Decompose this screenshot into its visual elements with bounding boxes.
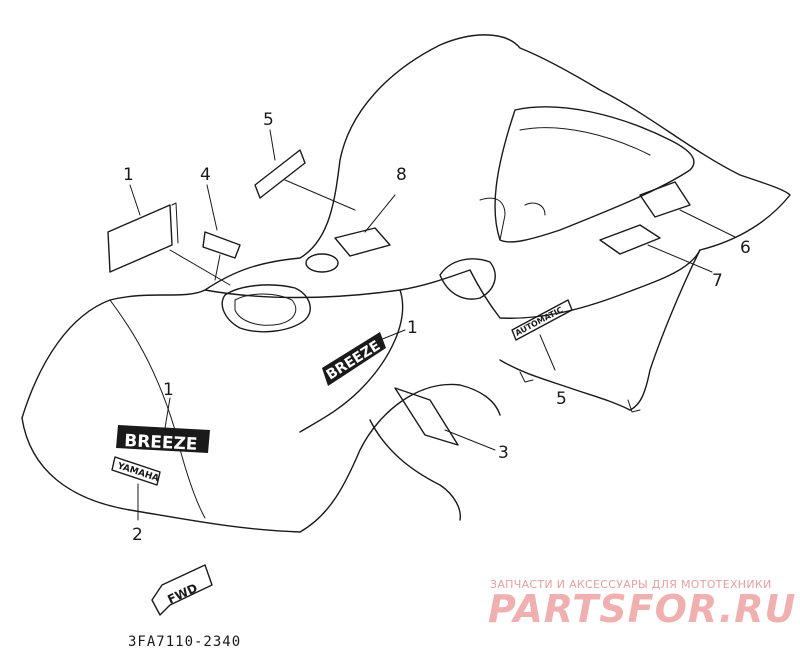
callout-7: 7: [712, 271, 723, 291]
decal-6: [639, 181, 736, 238]
decal-7: [599, 224, 713, 273]
callout-3: 3: [498, 443, 509, 463]
callout-5-lower: 5: [556, 389, 567, 409]
automatic-text: AUTOMATIC: [514, 305, 565, 338]
fuel-cap: [305, 253, 339, 273]
decal-1-upper: [107, 202, 231, 286]
front-box: [221, 284, 311, 333]
decal-5-upper: [254, 149, 356, 211]
callout-8: 8: [396, 165, 407, 185]
callout-6: 6: [740, 238, 751, 258]
callout-2: 2: [132, 525, 143, 545]
breeze-front-text: BREEZE: [124, 431, 198, 455]
rear-fender-lower: [499, 359, 631, 411]
callout-1-upper-left: 1: [123, 165, 134, 185]
decal-4: [202, 231, 241, 281]
front-fender-lower: [21, 383, 501, 533]
callout-1-front: 1: [163, 380, 174, 400]
fwd-text: FWD: [165, 581, 199, 607]
fwd-arrow: FWD: [151, 564, 213, 616]
decal-breeze-front: BREEZE: [116, 397, 210, 455]
decal-8: [334, 194, 396, 257]
fender-body: [21, 34, 791, 533]
callout-1-side: 1: [407, 318, 418, 338]
watermark-brand: PARTSFOR.RU: [488, 587, 796, 631]
diagram-code: 3FA7110-2340: [128, 634, 241, 650]
side-panel-line: [299, 289, 404, 433]
callout-4: 4: [200, 165, 211, 185]
center-tunnel: [439, 258, 496, 300]
seat-cutout: [494, 106, 695, 243]
watermark-tagline: ЗАПЧАСТИ И АКСЕССУАРЫ ДЛЯ МОТОТЕХНИКИ: [490, 578, 772, 591]
callout-5-upper: 5: [263, 110, 274, 130]
fender-outline: [21, 34, 791, 419]
decal-breeze-side: BREEZE: [322, 329, 406, 386]
decal-automatic: AUTOMATIC: [511, 299, 573, 371]
decal-3: [394, 387, 496, 451]
wheel-arch: [369, 419, 462, 521]
top-deck: [204, 249, 701, 319]
breeze-side-text: BREEZE: [324, 338, 384, 384]
